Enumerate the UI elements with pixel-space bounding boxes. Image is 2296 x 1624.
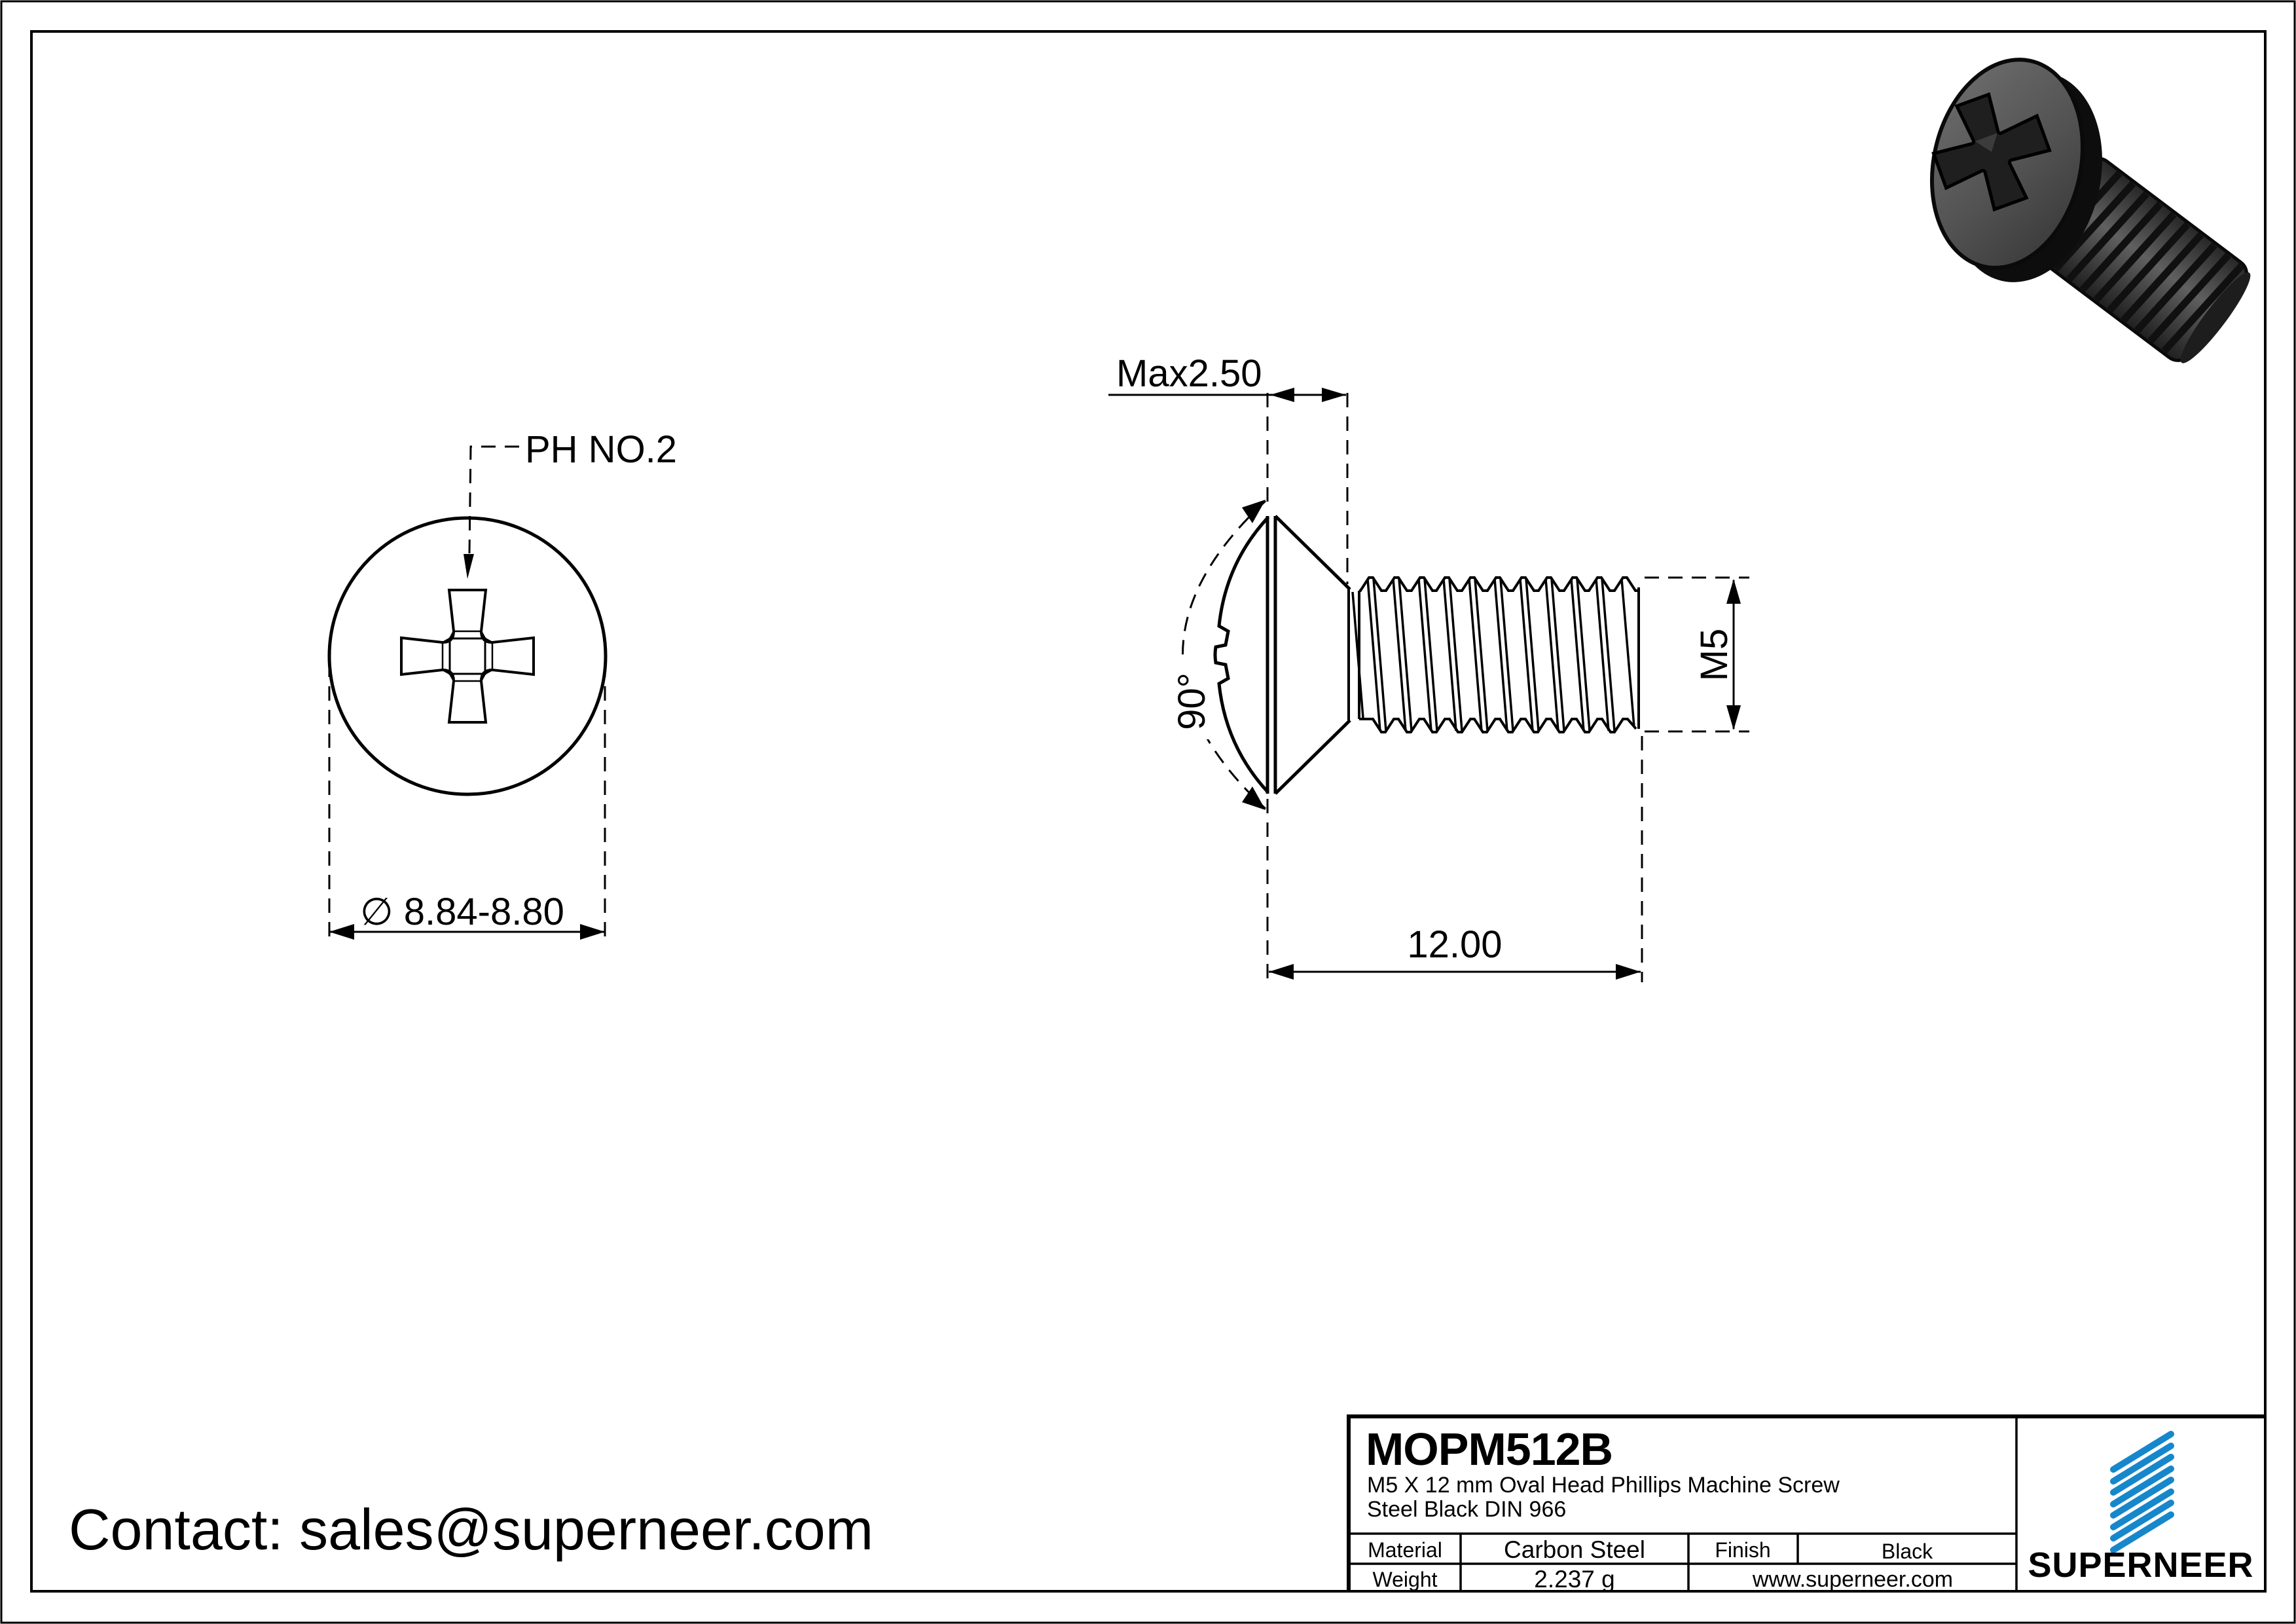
length-label: 12.00 xyxy=(1407,923,1502,966)
thread-size-label: M5 xyxy=(1693,629,1736,682)
website-link[interactable]: www.superneer.com xyxy=(1752,1567,1953,1592)
length-arrow-left xyxy=(1269,964,1294,980)
finish-value: Black xyxy=(1882,1540,1933,1563)
head-edge-lines xyxy=(1266,516,1277,794)
screw-3d-tip xyxy=(2180,272,2251,363)
material-label: Material xyxy=(1368,1538,1442,1562)
angle-label-backing xyxy=(1174,663,1210,739)
head-height-label: Max2.50 xyxy=(1116,352,1262,395)
phillips-cross-inner-square xyxy=(448,637,486,675)
head-height-arrow-left xyxy=(1270,388,1294,402)
brand-logo-stripes xyxy=(2110,1431,2174,1553)
diameter-arrow-left xyxy=(329,924,354,940)
diameter-arrow-right xyxy=(580,924,605,940)
head-cone-lines xyxy=(1274,515,1351,795)
diameter-label: ∅ 8.84-8.80 xyxy=(360,891,564,933)
phillips-cross-outline xyxy=(400,589,535,724)
thread-size-extension-lines xyxy=(1645,576,1749,733)
description-line1: M5 X 12 mm Oval Head Phillips Machine Sc… xyxy=(1367,1473,1840,1498)
head-height-extension-lines xyxy=(1266,393,1349,584)
description-line2: Steel Black DIN 966 xyxy=(1367,1497,1566,1522)
thread-size-arrow-top xyxy=(1726,579,1741,604)
screw-3d-recess-highlight xyxy=(1975,133,1997,152)
recess-leader-arrow xyxy=(464,554,474,579)
length-extension-lines xyxy=(1266,736,1643,982)
title-block-grid-lines xyxy=(1349,1416,2018,1591)
thread-start-lines xyxy=(1347,589,1360,720)
thread-size-arrow-bottom xyxy=(1726,705,1741,730)
length-arrow-right xyxy=(1616,964,1641,980)
thread-flank-lines xyxy=(1351,578,1635,731)
angle-label: 90° xyxy=(1171,673,1213,730)
head-dome-profile xyxy=(1213,516,1269,794)
recess-label: PH NO.2 xyxy=(525,428,677,471)
phillips-cross-detail-lines xyxy=(441,630,494,682)
part-number: MOPM512B xyxy=(1366,1424,1613,1475)
title-block: MOPM512B M5 X 12 mm Oval Head Phillips M… xyxy=(1347,1414,2265,1593)
angle-arrow-bottom xyxy=(1242,786,1266,810)
contact-email-line[interactable]: Contact: sales@superneer.com xyxy=(69,1497,873,1562)
side-view: Max2.50 90° M5 12.00 xyxy=(1108,352,1749,982)
finish-label: Finish xyxy=(1715,1538,1770,1562)
angle-arrow-top xyxy=(1242,500,1266,523)
screw-3d-render xyxy=(1930,58,2251,363)
material-value: Carbon Steel xyxy=(1504,1536,1645,1563)
inner-frame xyxy=(30,30,2267,1593)
brand-name: SUPERNEER xyxy=(2028,1545,2253,1585)
weight-value: 2.237 g xyxy=(1534,1566,1614,1593)
weight-label: Weight xyxy=(1372,1568,1437,1591)
thread-crest-bottom xyxy=(1359,718,1637,733)
recess-leader-line xyxy=(468,445,519,554)
thread-crest-top xyxy=(1359,576,1639,592)
angle-arc xyxy=(1182,500,1267,810)
head-height-arrow-right xyxy=(1322,388,1346,402)
head-outline xyxy=(327,516,608,796)
head-view: PH NO.2 ∅ 8.84-8.80 xyxy=(327,428,677,944)
